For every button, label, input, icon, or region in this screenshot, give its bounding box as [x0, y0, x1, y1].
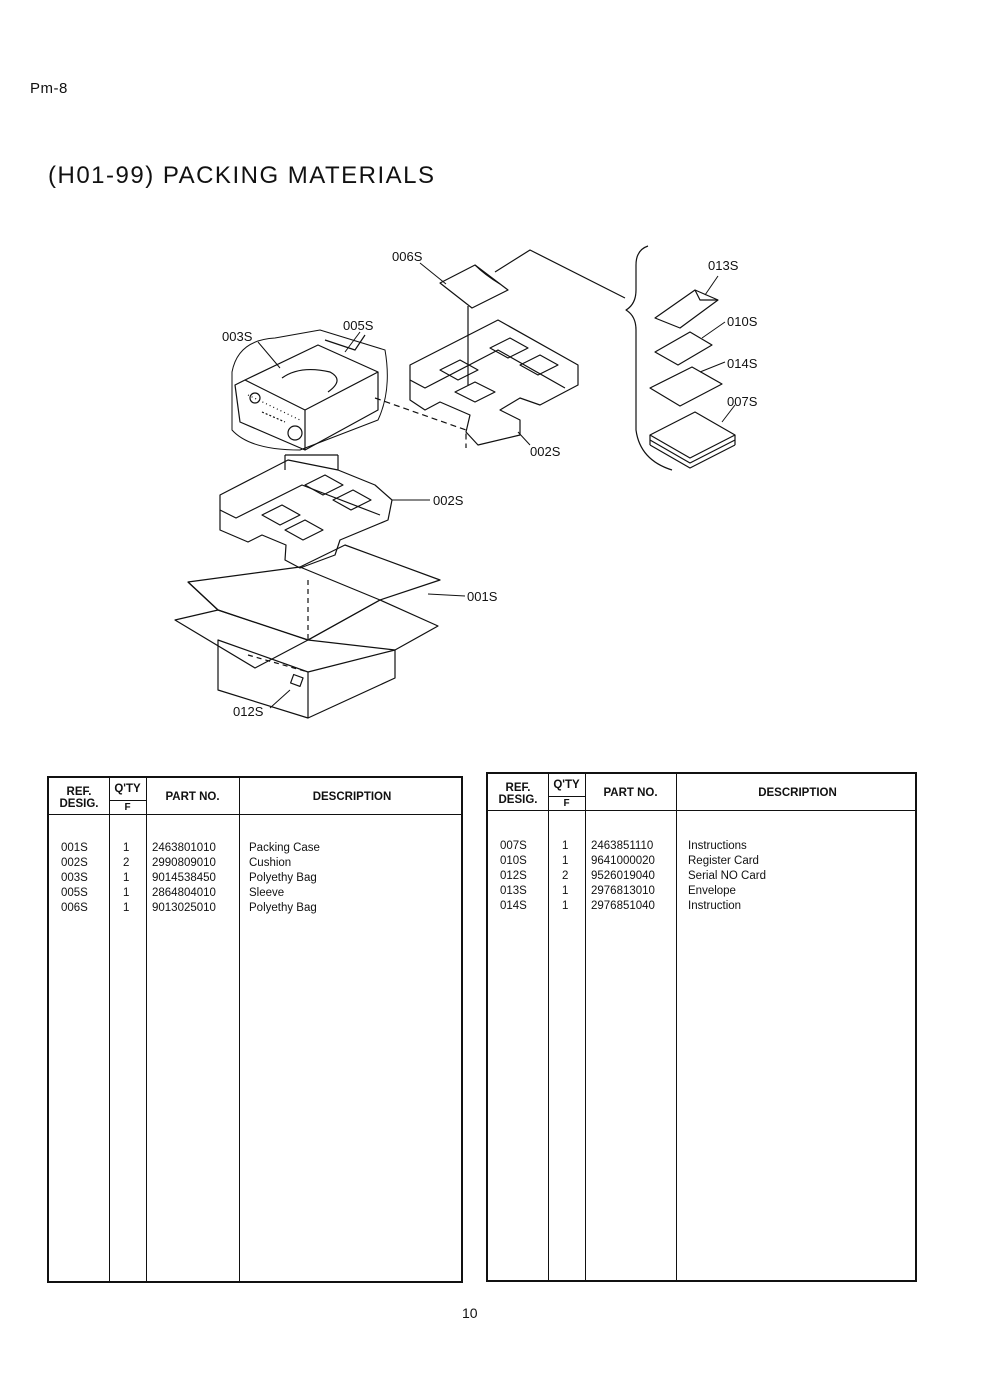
callout-001s: 001S — [467, 589, 498, 604]
header-ref: REF.DESIG. — [498, 782, 538, 806]
exploded-packing-diagram: 006S 013S 003S 005S 010S 014S 007S 002S … — [174, 245, 758, 719]
amplifier-unit-drawing — [231, 329, 388, 451]
callout-002s-upper: 002S — [530, 444, 561, 459]
callout-010s: 010S — [727, 314, 758, 329]
header-qty: Q'TY — [114, 783, 141, 795]
page-title: (H01-99) PACKING MATERIALS — [48, 162, 436, 189]
header-description: DESCRIPTION — [758, 787, 837, 799]
callout-003s: 003S — [222, 329, 253, 344]
accessory-bracket-drawing — [494, 245, 673, 471]
parts-table-right: REF.DESIG. Q'TY F PART NO. DESCRIPTION 0… — [486, 772, 917, 1282]
header-ref: REF.DESIG. — [59, 786, 99, 810]
upper-cushion-002s-drawing — [409, 319, 579, 446]
instructions-007s-drawing — [649, 411, 736, 469]
header-description: DESCRIPTION — [312, 791, 392, 803]
header-qty-sub: F — [563, 798, 570, 809]
callout-012s: 012S — [233, 704, 264, 719]
header-part-no: PART NO. — [603, 787, 658, 799]
callout-013s: 013S — [708, 258, 739, 273]
header-qty: Q'TY — [553, 779, 580, 791]
register-card-010s-drawing — [654, 331, 713, 366]
callout-005s: 005S — [343, 318, 374, 333]
callout-007s: 007S — [727, 394, 758, 409]
page-code: Pm-8 — [30, 80, 68, 97]
parts-table-left: REF.DESIG. Q'TY F PART NO. DESCRIPTION 0… — [47, 776, 463, 1283]
instruction-014s-drawing — [649, 366, 723, 407]
table-header — [49, 778, 461, 815]
callout-014s: 014S — [727, 356, 758, 371]
lower-cushion-002s-drawing — [219, 454, 393, 569]
callout-006s: 006S — [392, 249, 423, 264]
page-number: 10 — [462, 1305, 478, 1321]
header-qty-sub: F — [124, 802, 131, 813]
header-part-no: PART NO. — [165, 791, 220, 803]
callout-002s-lower: 002S — [433, 493, 464, 508]
polyethylene-bag-006s-drawing — [439, 264, 509, 385]
packing-case-001s-drawing — [174, 544, 441, 719]
envelope-013s-drawing — [654, 289, 719, 329]
table-header — [488, 774, 915, 811]
